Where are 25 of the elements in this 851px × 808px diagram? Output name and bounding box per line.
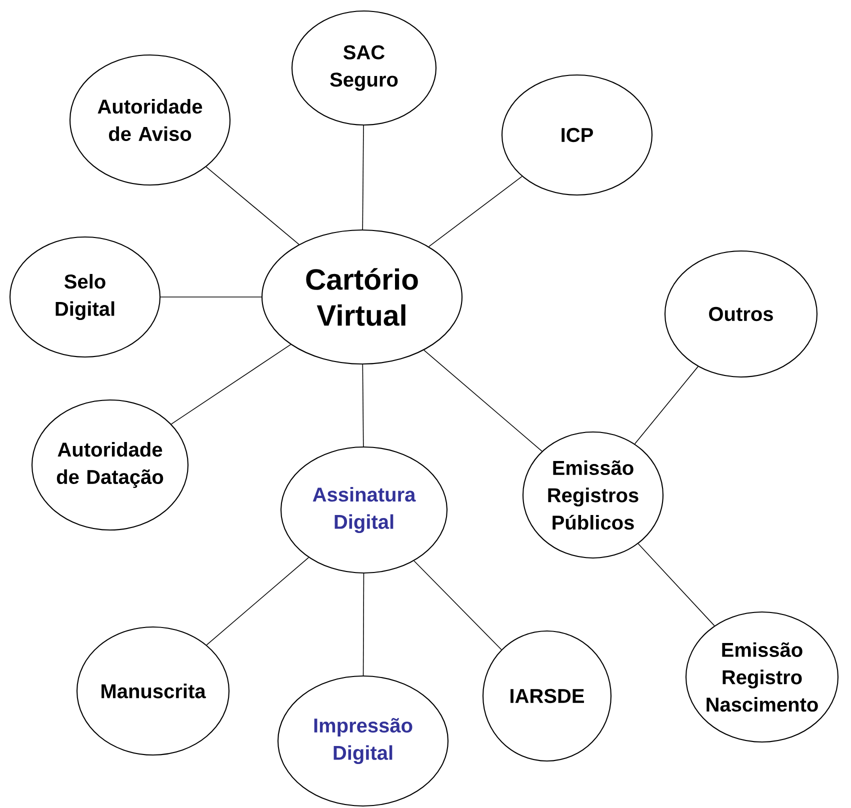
connector-line (206, 557, 309, 646)
connector-line (206, 166, 300, 245)
ellipse-node: Manuscrita (76, 626, 230, 756)
ellipse-node: SAC Seguro (291, 10, 437, 126)
connector-line (362, 364, 364, 447)
ellipse-node: Autoridade de Aviso (69, 54, 231, 186)
connector-line (362, 125, 364, 230)
connector-line (638, 543, 715, 626)
ellipse-node: IARSDE (482, 630, 612, 762)
ellipse-node: Assinatura Digital (280, 446, 448, 574)
ellipse-node: Impressão Digital (277, 675, 449, 807)
connector-line (424, 350, 542, 452)
connector-line (160, 296, 262, 298)
ellipse-node: Autoridade de Datação (31, 399, 189, 531)
ellipse-node: Emissão Registro Nascimento (685, 611, 839, 743)
ellipse-node: Emissão Registros Públicos (522, 431, 664, 559)
ellipse-node: Outros (664, 250, 818, 378)
ellipse-node: Cartório Virtual (261, 229, 463, 365)
connector-line (362, 573, 364, 676)
connector-line (634, 366, 698, 444)
ellipse-node: Selo Digital (9, 236, 161, 358)
ellipse-node: ICP (501, 74, 653, 196)
connector-line (170, 344, 292, 424)
connector-line (414, 560, 502, 650)
connector-line (428, 176, 522, 247)
